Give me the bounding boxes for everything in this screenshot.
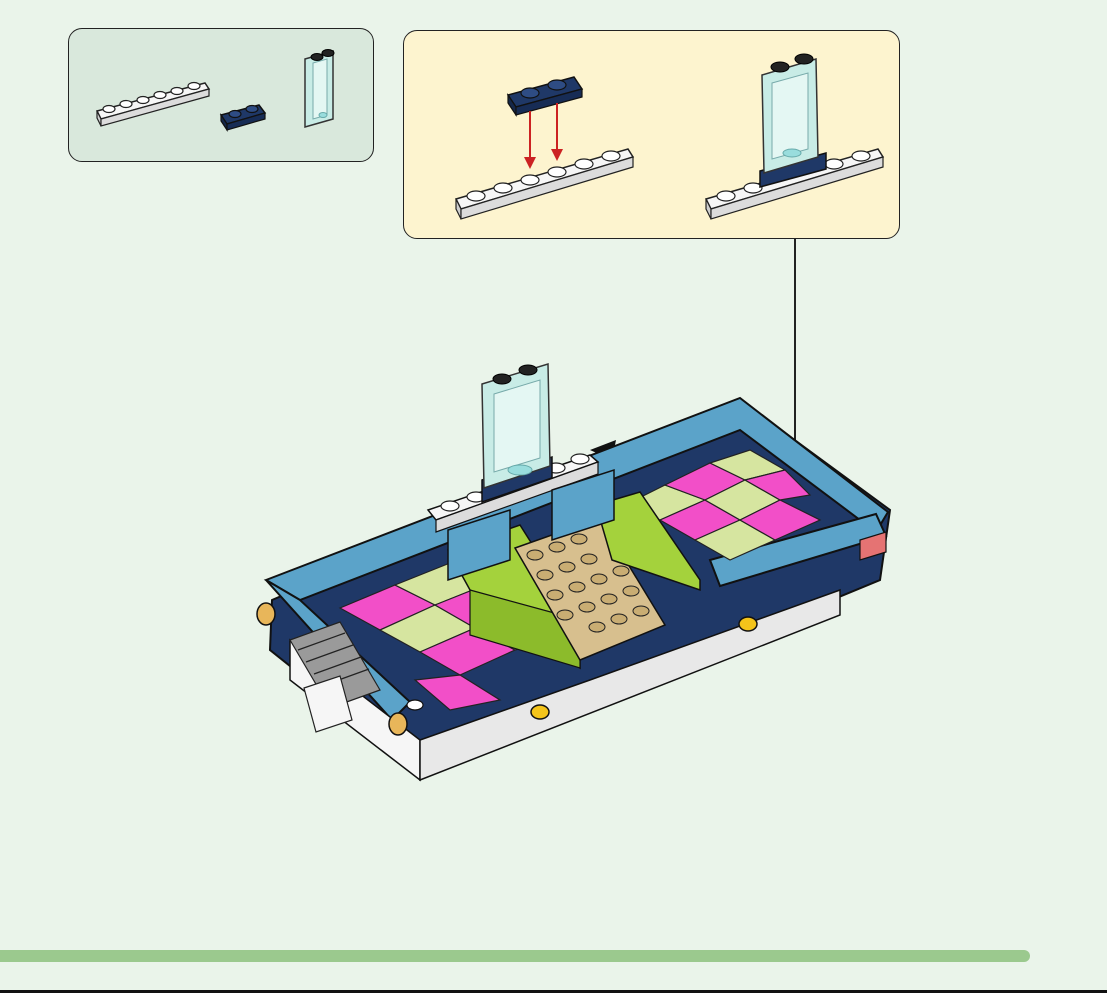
subassembly-illustration	[404, 31, 901, 240]
press-down-arrow-icon	[524, 103, 563, 169]
dark-blue-1x2-plate-part	[221, 105, 265, 130]
light-fixtures	[257, 603, 757, 735]
parts-illustration	[69, 29, 375, 163]
blue-posts	[448, 470, 614, 580]
subassembly-callout-panel	[403, 30, 900, 239]
tail-light	[860, 532, 886, 560]
seat-tiles-right	[625, 450, 820, 560]
front-grille	[290, 622, 380, 732]
tan-plate	[515, 518, 665, 660]
subassembly-step-b	[706, 54, 883, 219]
trans-clear-panel-part	[305, 50, 334, 128]
placed-window-subassembly	[428, 364, 598, 532]
parts-callout-panel	[68, 28, 374, 162]
callout-arrow-icon	[590, 239, 795, 460]
lime-bracket-right	[596, 492, 700, 590]
build-progress-bar	[0, 950, 1030, 962]
white-1x6-plate-part	[97, 83, 209, 127]
seat-tiles-left	[340, 563, 560, 710]
subassembly-step-a	[456, 77, 633, 219]
vehicle-body	[266, 398, 890, 780]
lime-bracket	[448, 525, 580, 668]
